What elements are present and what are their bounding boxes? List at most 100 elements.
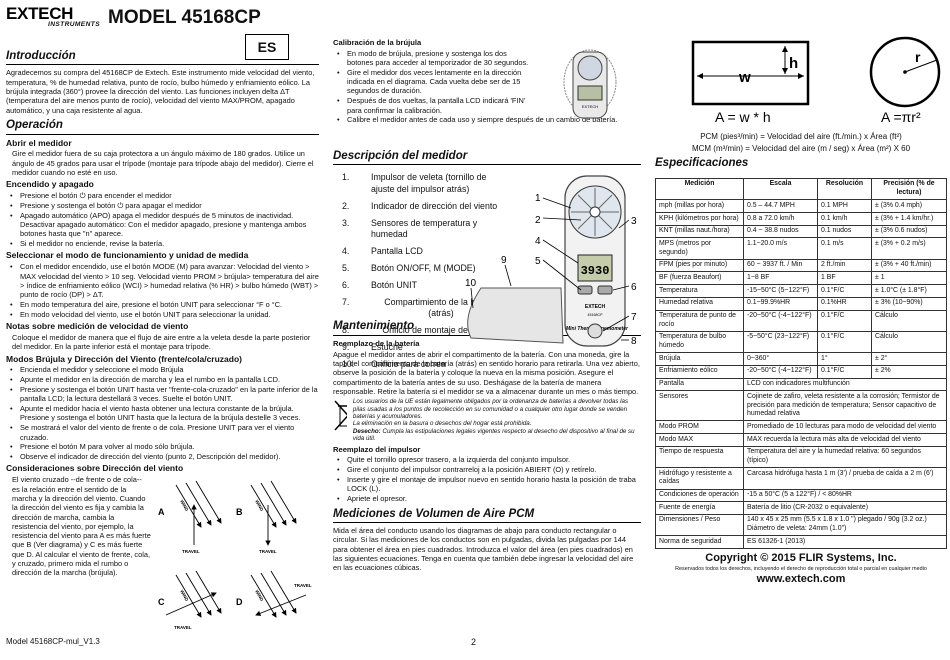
list-item: Encienda el medidor y seleccione el modo… (6, 365, 319, 375)
column-right: w h A = w * h r A =πr² PCM (pies³/min) =… (655, 36, 947, 586)
callout-9: 9 (501, 255, 507, 266)
callout-7: 7 (631, 312, 637, 323)
meter-diagram: 3930 EXTECH 45168CP Mini Thermo-Anemomet… (465, 175, 637, 347)
column-left: Introducción Agradecemos su compra del 4… (6, 46, 319, 655)
list-item: Apagado automático (APO) apaga el medido… (6, 211, 319, 239)
calibration-device-image: EXTECH (563, 49, 617, 119)
callout-8: 8 (631, 336, 637, 347)
calibration-list-2: Calibre el medidor antes de cada uso y s… (333, 115, 641, 125)
list-item: Si el medidor no enciende, revise la bat… (6, 239, 319, 249)
wind-text: El viento cruzado --de frente o de cola-… (12, 475, 151, 578)
operation-heading: Operación (6, 118, 319, 135)
list-item: Presione el botón M para volver al modo … (6, 442, 319, 452)
callout-6: 6 (631, 282, 637, 293)
lcd-display (577, 254, 613, 282)
pcm-text: Mida el área del conducto usando los dia… (333, 525, 634, 573)
recycle-text-3: Cumpla las estipulaciones legales vigent… (352, 427, 635, 443)
area-diagrams: w h A = w * h r A =πr² (691, 36, 941, 125)
list-item: En modo de brújula, presione y sostenga … (333, 49, 533, 68)
list-item: Presione y sostenga el botón UNIT hasta … (6, 385, 319, 404)
list-item: Se mostrará el valor del viento de frent… (6, 423, 319, 442)
list-item: Apunte el medidor en la dirección de mar… (6, 375, 319, 385)
intro-heading: Introducción (6, 49, 319, 66)
wind-label: WIND (254, 499, 265, 513)
list-item: 4.Pantalla LCD (342, 245, 423, 256)
calibration-list: En modo de brújula, presione y sostenga … (333, 49, 533, 115)
list-item: Quite el tornillo opresor trasero, a la … (333, 455, 641, 465)
rectangle-duct-shape (691, 40, 810, 106)
travel-label: TRAVEL (174, 625, 192, 630)
logo-text: EXTECH (6, 4, 74, 23)
list-item: Después de dos vueltas, la pantalla LCD … (333, 96, 533, 115)
circular-duct-shape (869, 36, 941, 108)
unit-button-icon (597, 285, 613, 295)
compass-list: Encienda el medidor y seleccione el modo… (6, 365, 319, 462)
wind-section: El viento cruzado --de frente o de cola-… (6, 475, 319, 655)
power-heading: Encendido y apagado (6, 179, 94, 190)
callout-1: 1 (535, 193, 541, 204)
list-item: Apunte el medidor hacia el viento hasta … (6, 404, 319, 423)
calibration-heading: Calibración de la brújula (333, 38, 422, 47)
list-item: Con el medidor encendido, use el botón M… (6, 262, 319, 299)
travel-label: TRAVEL (259, 549, 277, 554)
list-item: Observe el indicador de dirección del vi… (6, 452, 319, 462)
language-box: ES (245, 34, 289, 60)
rights-notice: Reservados todos los derechos, incluyend… (675, 565, 927, 572)
pcm-heading: Mediciones de Volumen de Aire PCM (333, 507, 641, 523)
width-label: w (738, 69, 751, 86)
table-row: FPM (pies por minuto)60 ~ 3937 ft. / Min… (655, 258, 947, 273)
website-link[interactable]: www.extech.com (756, 572, 846, 585)
device-brand: EXTECH (582, 104, 598, 109)
wind-label: WIND (254, 589, 265, 603)
list-item: 10.Orificio para correa (342, 359, 446, 370)
list-item: 5.Botón ON/OFF, M (MODE) (342, 262, 476, 273)
pcm-equation: PCM (pies³/min) = Velocidad del aire (ft… (700, 132, 902, 142)
recycling-notice: Los usuarios de la UE están legalmente o… (333, 398, 641, 443)
dimensions-value: 140 x 45 x 25 mm (5.5 x 1.8 x 1.0 ") ple… (747, 516, 927, 524)
list-item: 1.Impulsor de veleta (tornillo de ajuste… (342, 172, 487, 194)
calibration-section: Calibración de la brújula En modo de brú… (333, 38, 641, 146)
mcm-equation: MCM (m³/min) = Velocidad del aire (m / s… (691, 144, 911, 154)
callout-5: 5 (535, 256, 541, 267)
list-item: Presione el botón ⏻ para encender el med… (6, 191, 319, 201)
mode-button-icon (577, 285, 593, 295)
list-item: Calibre el medidor antes de cada uso y s… (333, 115, 641, 125)
table-row: Enfriamiento eólico-20~50°C (-4~122°F)0.… (655, 364, 947, 379)
battery-heading: Reemplazo de la batería (333, 338, 420, 348)
model-title: MODEL 45168CP (108, 7, 261, 28)
list-item: 6.Botón UNIT (342, 280, 417, 291)
open-text: Gire el medidor fuera de su caja protect… (12, 149, 314, 177)
copyright-block: Copyright © 2015 FLIR Systems, Inc. Rese… (655, 552, 947, 587)
list-item: Gire el conjunto del impulsor contrarrel… (333, 465, 641, 475)
compass-heading: Modos Brújula y Dirección del Viento (fr… (6, 353, 242, 364)
travel-label: TRAVEL (182, 549, 200, 554)
table-row: KPH (kilómetros por hora)0.8 a 72.0 km/h… (655, 212, 947, 226)
crossed-bin-icon (334, 400, 347, 431)
list-item: En modo temperatura del aire, presione e… (6, 300, 319, 310)
list-item: 2.Indicador de dirección del viento (342, 200, 498, 211)
table-row: Temperatura-15~50°C (5~122°F)0.1°F/C± 1.… (655, 284, 947, 298)
extech-logo: EXTECH INSTRUMENTS (6, 5, 100, 29)
mode-heading: Seleccionar el modo de funcionamiento y … (6, 250, 249, 261)
list-item: 9.Estuche (342, 342, 403, 353)
circle-area-equation: A =πr² (881, 109, 921, 125)
recycle-disposal-label: Desecho: (352, 427, 381, 435)
callout-4: 4 (535, 236, 541, 247)
column-middle: Calibración de la brújula En modo de brú… (333, 36, 641, 575)
list-item: En modo velocidad del viento, use el bot… (6, 310, 319, 320)
wind-heading: Consideraciones sobre Dirección del vien… (6, 463, 184, 474)
battery-text: Apague el medidor antes de abrir el comp… (333, 349, 640, 396)
table-row: Temperatura de bulbo húmedo-5~50°C (23~1… (655, 330, 947, 354)
